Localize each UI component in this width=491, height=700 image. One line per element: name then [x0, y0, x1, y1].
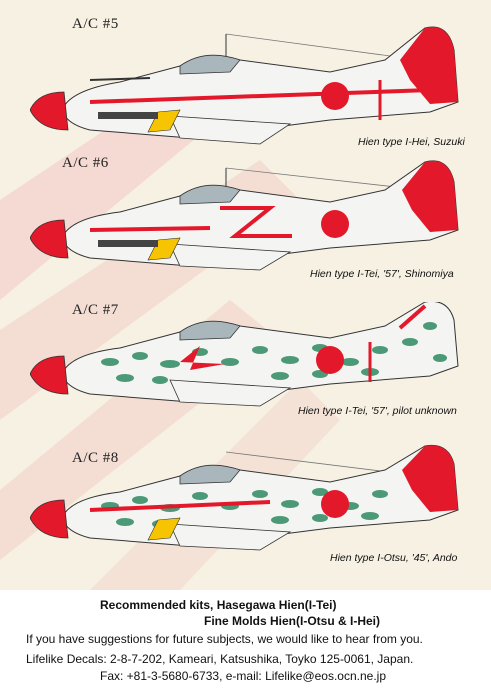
aircraft-6-label: A/C #6 — [62, 155, 109, 171]
aircraft-7-label: A/C #7 — [72, 302, 119, 318]
aircraft-8-caption: Hien type I-Otsu, '45', Ando — [330, 552, 458, 564]
aircraft-6-caption: Hien type I-Tei, '57', Shinomiya — [310, 268, 454, 280]
aircraft-5-label: A/C #5 — [72, 16, 119, 32]
suggestions-text: If you have suggestions for future subje… — [26, 632, 423, 646]
address-text: Lifelike Decals: 2-8-7-202, Kameari, Kat… — [26, 652, 414, 666]
aircraft-7-profile — [30, 302, 459, 407]
aircraft-8-label: A/C #8 — [72, 450, 119, 466]
aircraft-8-profile — [30, 444, 459, 551]
aircraft-7-caption: Hien type I-Tei, '57', pilot unknown — [298, 405, 457, 417]
aircraft-5-caption: Hien type I-Hei, Suzuki — [358, 136, 465, 148]
footer: Recommended kits, Hasegawa Hien(I-Tei) F… — [0, 590, 491, 700]
kits-line-1: Recommended kits, Hasegawa Hien(I-Tei) — [100, 598, 337, 612]
artwork-panel: A/C #5 Hien type I-Hei, Suzuki A/C #6 — [0, 0, 491, 590]
aircraft-6-profile — [30, 160, 459, 271]
kits-line-2: Fine Molds Hien(I-Otsu & I-Hei) — [204, 614, 380, 628]
contact-text: Fax: +81-3-5680-6733, e-mail: Lifelike@e… — [100, 669, 387, 683]
aircraft-5-profile — [30, 26, 459, 145]
